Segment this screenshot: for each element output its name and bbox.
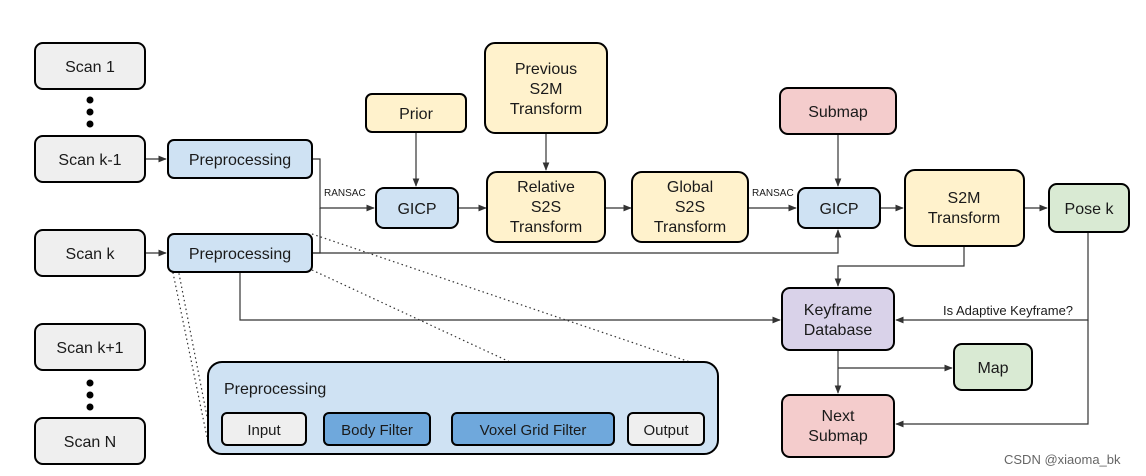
submap-label: Submap [808, 104, 868, 121]
scan-k-plus-1-node: Scan k+1 [34, 323, 146, 371]
preprocessing-k-minus-1-node: Preprocessing [167, 139, 313, 179]
gicp-s2s-node: GICP [375, 187, 459, 229]
scan-k-minus-1-node: Scan k-1 [34, 135, 146, 183]
inset-title: Preprocessing [224, 381, 326, 398]
inset-input-node: Input [221, 412, 307, 446]
pose-k-node: Pose k [1048, 183, 1130, 233]
global-s2s-line-3: Transform [654, 219, 726, 236]
keyframe-database-node: Keyframe Database [781, 287, 895, 351]
relative-s2s-node: Relative S2S Transform [486, 171, 606, 243]
gicp-s2s-label: GICP [397, 201, 436, 218]
previous-s2m-line-2: S2M [530, 81, 563, 98]
scan-k-plus-1-label: Scan k+1 [56, 340, 123, 357]
inset-body-filter-node: Body Filter [323, 412, 431, 446]
s2m-transform-line-1: S2M [948, 190, 981, 207]
inset-input-label: Input [247, 422, 281, 439]
previous-s2m-line-3: Transform [510, 101, 582, 118]
scan-k-node: Scan k [34, 229, 146, 277]
inset-body-filter-label: Body Filter [341, 422, 413, 439]
map-node: Map [953, 343, 1033, 391]
ellipsis-top [86, 96, 94, 128]
keyframe-database-line-2: Database [804, 322, 873, 339]
inset-output-label: Output [643, 422, 689, 439]
inset-output-node: Output [627, 412, 705, 446]
next-submap-node: Next Submap [781, 394, 895, 458]
preprocessing-inset: Preprocessing Input Body Filter Voxel Gr… [207, 361, 719, 455]
map-label: Map [977, 360, 1008, 377]
inset-voxel-filter-node: Voxel Grid Filter [451, 412, 615, 446]
relative-s2s-line-2: S2S [531, 199, 561, 216]
zoom-lines [171, 233, 691, 443]
adaptive-keyframe-label: Is Adaptive Keyframe? [943, 303, 1073, 318]
scan-k-label: Scan k [66, 246, 116, 263]
global-s2s-line-1: Global [667, 179, 713, 196]
previous-s2m-line-1: Previous [515, 61, 577, 78]
inset-voxel-filter-label: Voxel Grid Filter [480, 422, 587, 439]
pose-k-label: Pose k [1065, 201, 1115, 218]
submap-node: Submap [779, 87, 897, 135]
gicp-s2m-node: GICP [797, 187, 881, 229]
previous-s2m-node: Previous S2M Transform [484, 42, 608, 134]
scan-n-label: Scan N [64, 434, 116, 451]
next-submap-line-1: Next [822, 408, 855, 425]
watermark-text: CSDN @xiaoma_bk [1004, 452, 1121, 467]
scan-1-node: Scan 1 [34, 42, 146, 90]
relative-s2s-line-3: Transform [510, 219, 582, 236]
scan-n-node: Scan N [34, 417, 146, 465]
next-submap-line-2: Submap [808, 428, 868, 445]
relative-s2s-line-1: Relative [517, 179, 575, 196]
preprocessing-k-minus-1-label: Preprocessing [189, 152, 291, 169]
ransac-label-2: RANSAC [752, 188, 794, 199]
s2m-transform-node: S2M Transform [904, 169, 1025, 247]
preprocessing-k-node: Preprocessing [167, 233, 313, 273]
global-s2s-line-2: S2S [675, 199, 705, 216]
keyframe-database-line-1: Keyframe [804, 302, 873, 319]
ellipsis-bottom [86, 379, 94, 411]
s2m-transform-line-2: Transform [928, 210, 1000, 227]
global-s2s-node: Global S2S Transform [631, 171, 749, 243]
gicp-s2m-label: GICP [819, 201, 858, 218]
prior-node: Prior [365, 93, 467, 133]
prior-label: Prior [399, 106, 433, 123]
preprocessing-k-label: Preprocessing [189, 246, 291, 263]
scan-k-minus-1-label: Scan k-1 [58, 152, 121, 169]
scan-1-label: Scan 1 [65, 59, 115, 76]
ransac-label-1: RANSAC [324, 188, 366, 199]
